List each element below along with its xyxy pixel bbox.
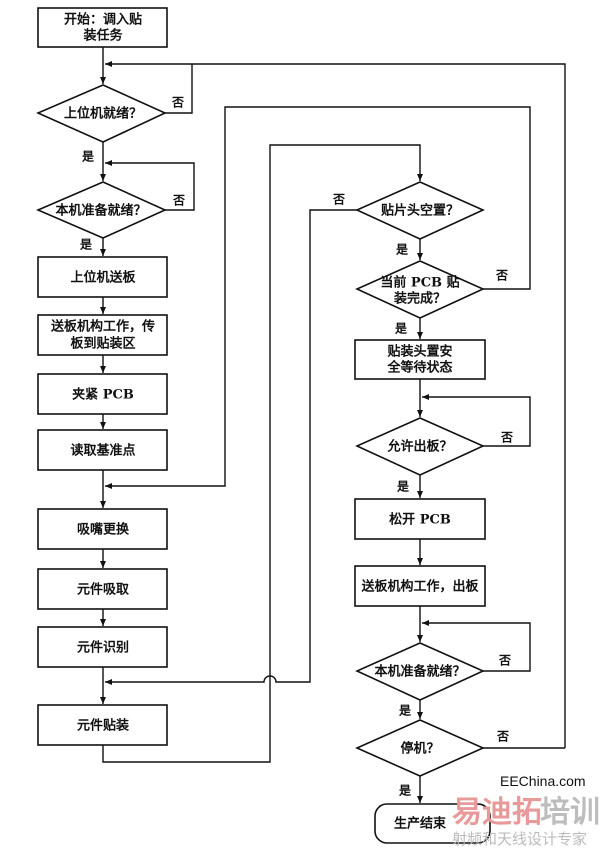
connectors: [100, 47, 566, 803]
node-text: 本机准备就绪？: [374, 664, 465, 680]
node-text: 元件吸取: [77, 582, 130, 598]
label-no: 否: [496, 730, 509, 744]
node-text: 上位机送板: [70, 270, 136, 286]
node-text: 全等待状态: [386, 360, 452, 376]
label-no: 否: [171, 96, 184, 110]
node-clamp-pcb: 夹紧 PCB: [37, 373, 168, 415]
node-text: 送板机构工作，出板: [360, 579, 479, 595]
node-read-fiducial: 读取基准点: [37, 429, 168, 471]
node-end: 生产结束: [374, 803, 491, 844]
label-no: 否: [332, 193, 345, 207]
node-text: 当前 PCB 贴: [380, 275, 459, 291]
label-yes: 是: [396, 480, 410, 494]
node-component-recognize: 元件识别: [37, 626, 168, 668]
decision-pcb-done: 当前 PCB 贴 装完成？: [355, 260, 485, 319]
node-text: 送板机构工作，传: [50, 319, 155, 335]
decision-machine-ready-2: 本机准备就绪？: [355, 642, 485, 701]
node-text: 装任务: [82, 28, 123, 44]
decision-stop: 停机？: [355, 719, 485, 777]
node-text: 元件贴装: [77, 718, 129, 734]
watermark: EEChina.com 易迪拓 培训 射频和天线设计专家: [452, 773, 600, 848]
label-yes: 是: [79, 238, 93, 252]
label-no: 否: [498, 654, 511, 668]
node-component-pick: 元件吸取: [37, 568, 168, 610]
watermark-site: EEChina.com: [500, 773, 586, 789]
node-text: 松开 PCB: [389, 512, 451, 528]
node-conveyor-out: 送板机构工作，出板: [354, 565, 486, 607]
node-text: 贴装头置安: [387, 344, 452, 360]
node-text: 生产结束: [394, 816, 447, 832]
node-text: 吸嘴更换: [77, 522, 130, 538]
node-text: 贴片头空置？: [381, 203, 459, 219]
watermark-brand-gray: 培训: [540, 795, 600, 830]
node-host-send-board: 上位机送板: [37, 256, 168, 298]
node-conveyor-in: 送板机构工作，传 板到贴装区: [37, 314, 168, 356]
watermark-brand-red: 易迪拓: [452, 795, 542, 830]
node-text: 元件识别: [77, 640, 129, 656]
node-text: 开始：调入贴: [64, 12, 142, 28]
decision-allow-out: 允许出板？: [355, 417, 485, 476]
watermark-slogan: 射频和天线设计专家: [452, 830, 587, 848]
node-text: 上位机就绪？: [64, 106, 142, 122]
node-nozzle-change: 吸嘴更换: [37, 508, 168, 550]
node-text: 允许出板？: [386, 439, 452, 455]
label-no: 否: [500, 431, 513, 445]
node-head-safe-wait: 贴装头置安 全等待状态: [354, 339, 486, 380]
node-component-place: 元件贴装: [37, 704, 168, 746]
node-start: 开始：调入贴 装任务: [37, 7, 168, 48]
node-text: 夹紧 PCB: [72, 387, 134, 403]
label-no: 否: [495, 269, 508, 283]
label-no: 否: [172, 194, 185, 208]
label-yes: 是: [394, 322, 408, 336]
label-yes: 是: [395, 243, 409, 257]
node-text: 本机准备就绪？: [55, 203, 146, 219]
node-text: 板到贴装区: [70, 336, 135, 352]
node-text: 读取基准点: [70, 443, 135, 459]
decision-head-empty: 贴片头空置？: [355, 181, 485, 240]
label-yes: 是: [398, 784, 412, 798]
label-yes: 是: [81, 150, 95, 164]
node-release-pcb: 松开 PCB: [354, 498, 486, 540]
label-yes: 是: [398, 704, 412, 718]
node-text: 装完成？: [393, 291, 446, 307]
decision-host-ready: 上位机就绪？: [36, 84, 167, 143]
decision-machine-ready: 本机准备就绪？: [35, 181, 167, 239]
node-text: 停机？: [400, 741, 439, 757]
